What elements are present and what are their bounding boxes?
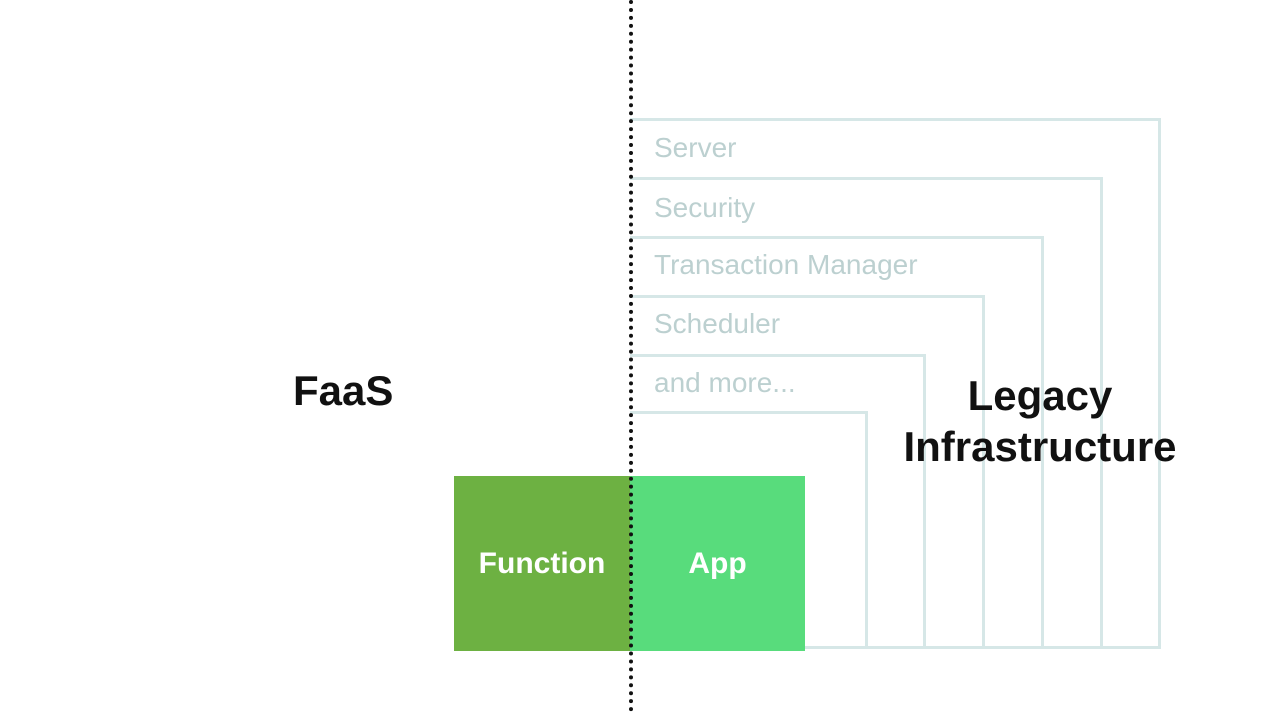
layer-frame-transaction-manager [630, 236, 1044, 649]
layer-label-and-more: and more... [654, 367, 796, 398]
legacy-infrastructure-label: Legacy Infrastructure [880, 370, 1200, 472]
function-box: Function [454, 476, 630, 651]
layer-frame-security [630, 177, 1103, 649]
faas-label: FaaS [293, 367, 394, 414]
layer-frame-and-more [630, 354, 926, 649]
layer-base-line [805, 646, 1161, 649]
layer-frame-innermost [630, 411, 868, 649]
app-box: App [630, 476, 805, 651]
function-box-label: Function [478, 546, 606, 580]
layer-label-scheduler: Scheduler [654, 308, 781, 339]
app-box-label: App [688, 546, 747, 580]
legacy-label-line-2: Infrastructure [903, 423, 1177, 471]
layer-label-server: Server [654, 132, 737, 163]
dotted-divider-line [629, 0, 633, 712]
layer-label-transaction-manager: Transaction Manager [654, 249, 918, 280]
layer-frame-server [630, 118, 1161, 649]
layer-frame-scheduler [630, 295, 985, 649]
layer-label-security: Security [654, 192, 756, 223]
legacy-label-line-1: Legacy [967, 372, 1113, 419]
